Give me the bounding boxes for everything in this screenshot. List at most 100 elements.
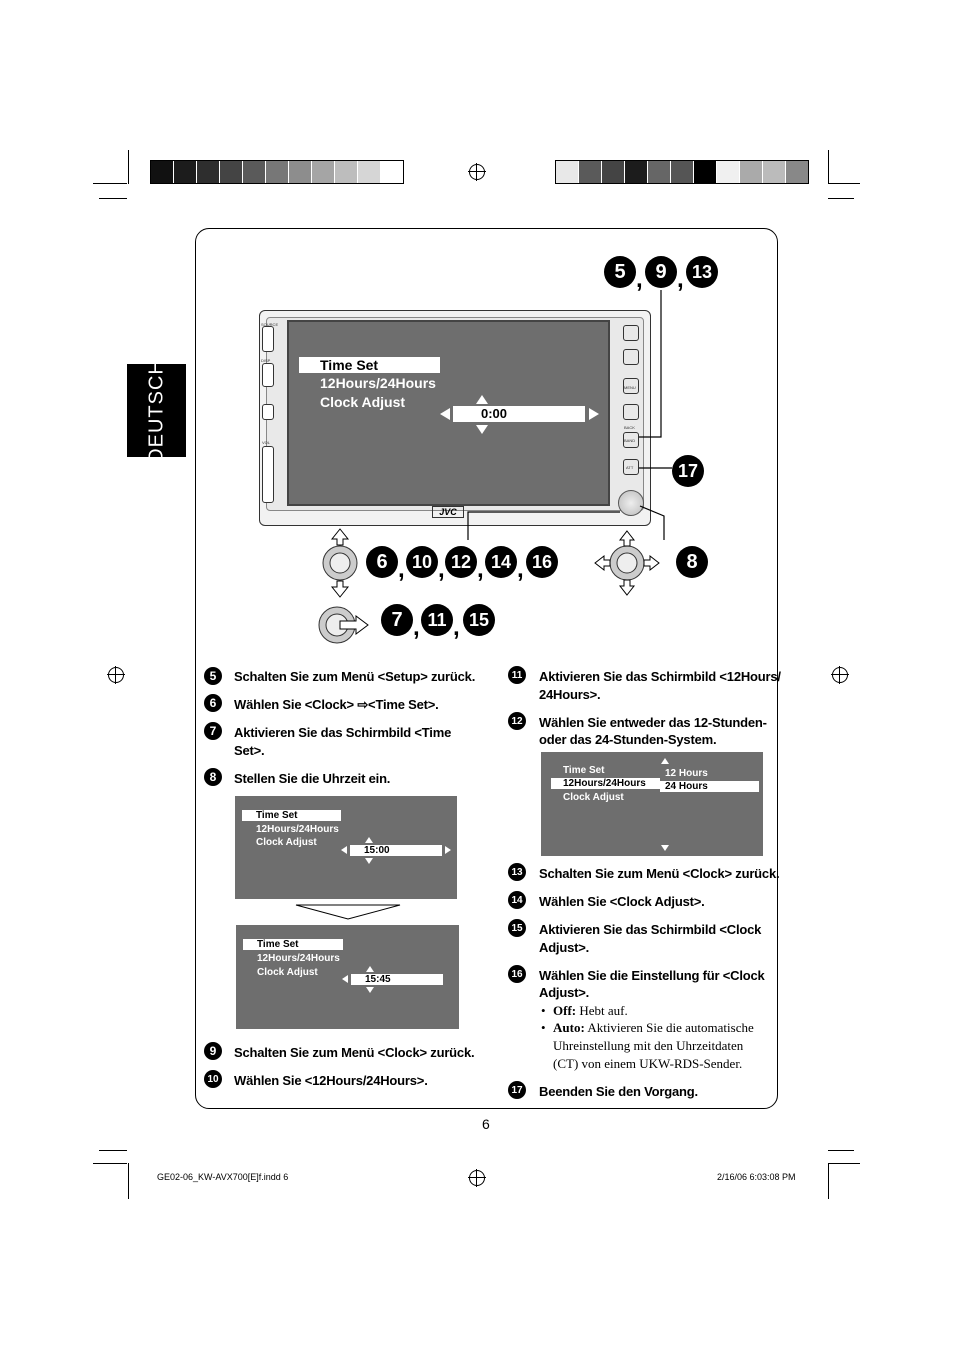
side-button xyxy=(262,404,274,420)
comma: , xyxy=(453,614,460,641)
bullet-dot: • xyxy=(541,1003,546,1018)
att-button xyxy=(623,459,639,475)
mini1-clock-adjust: Clock Adjust xyxy=(256,837,317,848)
bullet-off-label: Off: xyxy=(553,1003,577,1018)
registration-mark xyxy=(468,163,486,181)
transition-arrow-icon xyxy=(295,904,401,920)
callout-badge: 16 xyxy=(526,546,558,578)
mini-screen-3 xyxy=(541,752,763,856)
step-number: 6 xyxy=(204,694,222,712)
step-text: Aktivieren Sie das Schirmbild <12Hours/ xyxy=(539,669,781,684)
right-arrow-icon xyxy=(445,846,451,854)
knob-up-down-icon xyxy=(322,528,358,598)
step-text: Aktivieren Sie das Schirmbild <Clock xyxy=(539,922,762,937)
color-bar-right xyxy=(555,160,809,184)
step-number: 7 xyxy=(204,722,222,740)
comma: , xyxy=(636,266,643,293)
left-arrow-icon xyxy=(341,846,347,854)
comma: , xyxy=(517,556,524,583)
callout-badge: 6 xyxy=(366,546,398,578)
mini2-12-24: 12Hours/24Hours xyxy=(257,953,340,964)
down-arrow-icon xyxy=(476,425,488,434)
mini3-option-24: 24 Hours xyxy=(660,781,759,792)
mini1-12-24: 12Hours/24Hours xyxy=(256,824,339,835)
comma: , xyxy=(413,614,420,641)
menu-item-12-24: 12Hours/24Hours xyxy=(320,375,436,391)
source-button xyxy=(262,326,274,352)
step-text: Schalten Sie zum Menü <Setup> zurück. xyxy=(234,669,476,684)
comma: , xyxy=(677,266,684,293)
disp-button xyxy=(262,363,274,387)
bullet-off: Off: Hebt auf. xyxy=(553,1002,628,1020)
callout-badge: 12 xyxy=(445,546,477,578)
step-number: 11 xyxy=(508,666,526,684)
callout-badge: 10 xyxy=(406,546,438,578)
mini1-value: 15:00 xyxy=(350,845,442,856)
callout-badge: 15 xyxy=(463,604,495,636)
bullet-auto-line3: (CT) von einem UKW-RDS-Sender. xyxy=(553,1056,743,1071)
step-text-cont: Adjust>. xyxy=(539,985,590,1000)
up-arrow-icon xyxy=(365,837,373,843)
crop-mark xyxy=(93,1163,127,1164)
right-button-2 xyxy=(623,349,639,365)
down-arrow-icon xyxy=(661,845,669,851)
callout-badge: 5 xyxy=(604,256,636,288)
bullet-auto-text: Aktivieren Sie die automatische xyxy=(584,1020,754,1035)
bullet-dot: • xyxy=(541,1020,546,1035)
right-button-1 xyxy=(623,325,639,341)
step-number: 8 xyxy=(204,768,222,786)
step-text: Schalten Sie zum Menü <Clock> zurück. xyxy=(539,866,780,881)
mini3-12-24: 12Hours/24Hours xyxy=(551,778,660,789)
step-number: 16 xyxy=(508,965,526,983)
left-arrow-icon xyxy=(342,975,348,983)
menu-button xyxy=(623,378,639,394)
callout-badge: 7 xyxy=(381,604,413,636)
bullet-auto-line2: Uhreinstellung mit den Uhrzeitdaten xyxy=(553,1038,744,1053)
up-arrow-icon xyxy=(661,758,669,764)
up-arrow-icon xyxy=(476,395,488,404)
up-arrow-icon xyxy=(366,966,374,972)
step-text: Stellen Sie die Uhrzeit ein. xyxy=(234,771,391,786)
crop-mark xyxy=(828,198,854,199)
step-text-cont: Adjust>. xyxy=(539,940,590,955)
menu-label: MENU xyxy=(624,385,636,390)
crop-mark xyxy=(828,150,829,184)
step-number: 10 xyxy=(204,1070,222,1088)
right-arrow-icon xyxy=(589,408,599,420)
crop-mark xyxy=(99,1150,127,1151)
crop-mark xyxy=(128,1163,129,1199)
left-arrow-icon xyxy=(440,408,450,420)
callout-badge: 14 xyxy=(485,546,517,578)
registration-mark xyxy=(107,666,125,684)
down-arrow-icon xyxy=(366,987,374,993)
crop-mark xyxy=(99,198,127,199)
callout-badge: 9 xyxy=(645,256,677,288)
step-number: 9 xyxy=(204,1042,222,1060)
step-text: Schalten Sie zum Menü <Clock> zurück. xyxy=(234,1045,475,1060)
crop-mark xyxy=(828,1150,854,1151)
down-arrow-icon xyxy=(365,858,373,864)
mini3-option-12: 12 Hours xyxy=(665,768,708,779)
registration-mark xyxy=(468,1169,486,1187)
step-text: Wählen Sie <12Hours/24Hours>. xyxy=(234,1073,428,1088)
step-text: Wählen Sie die Einstellung für <Clock xyxy=(539,968,765,983)
step-text: Aktivieren Sie das Schirmbild <Time xyxy=(234,725,452,740)
crop-mark xyxy=(828,1163,860,1164)
callout-badge: 11 xyxy=(421,604,453,636)
step-text-cont: 24Hours>. xyxy=(539,687,601,702)
crop-mark xyxy=(128,150,129,184)
mini3-clock-adjust: Clock Adjust xyxy=(563,792,624,803)
band-button xyxy=(623,432,639,448)
step-number: 17 xyxy=(508,1081,526,1099)
bullet-off-text: Hebt auf. xyxy=(576,1003,628,1018)
crop-mark xyxy=(828,183,860,184)
comma: , xyxy=(438,556,445,583)
volume-rocker xyxy=(262,446,274,503)
mini2-clock-adjust: Clock Adjust xyxy=(257,967,318,978)
callout-badge: 13 xyxy=(686,256,718,288)
mini2-time-set: Time Set xyxy=(243,939,343,950)
step-text: Wählen Sie <Clock> ⇨<Time Set>. xyxy=(234,697,439,712)
knob-four-way-icon xyxy=(594,530,660,596)
mini1-time-set: Time Set xyxy=(242,810,341,821)
callout-badge: 17 xyxy=(672,455,704,487)
